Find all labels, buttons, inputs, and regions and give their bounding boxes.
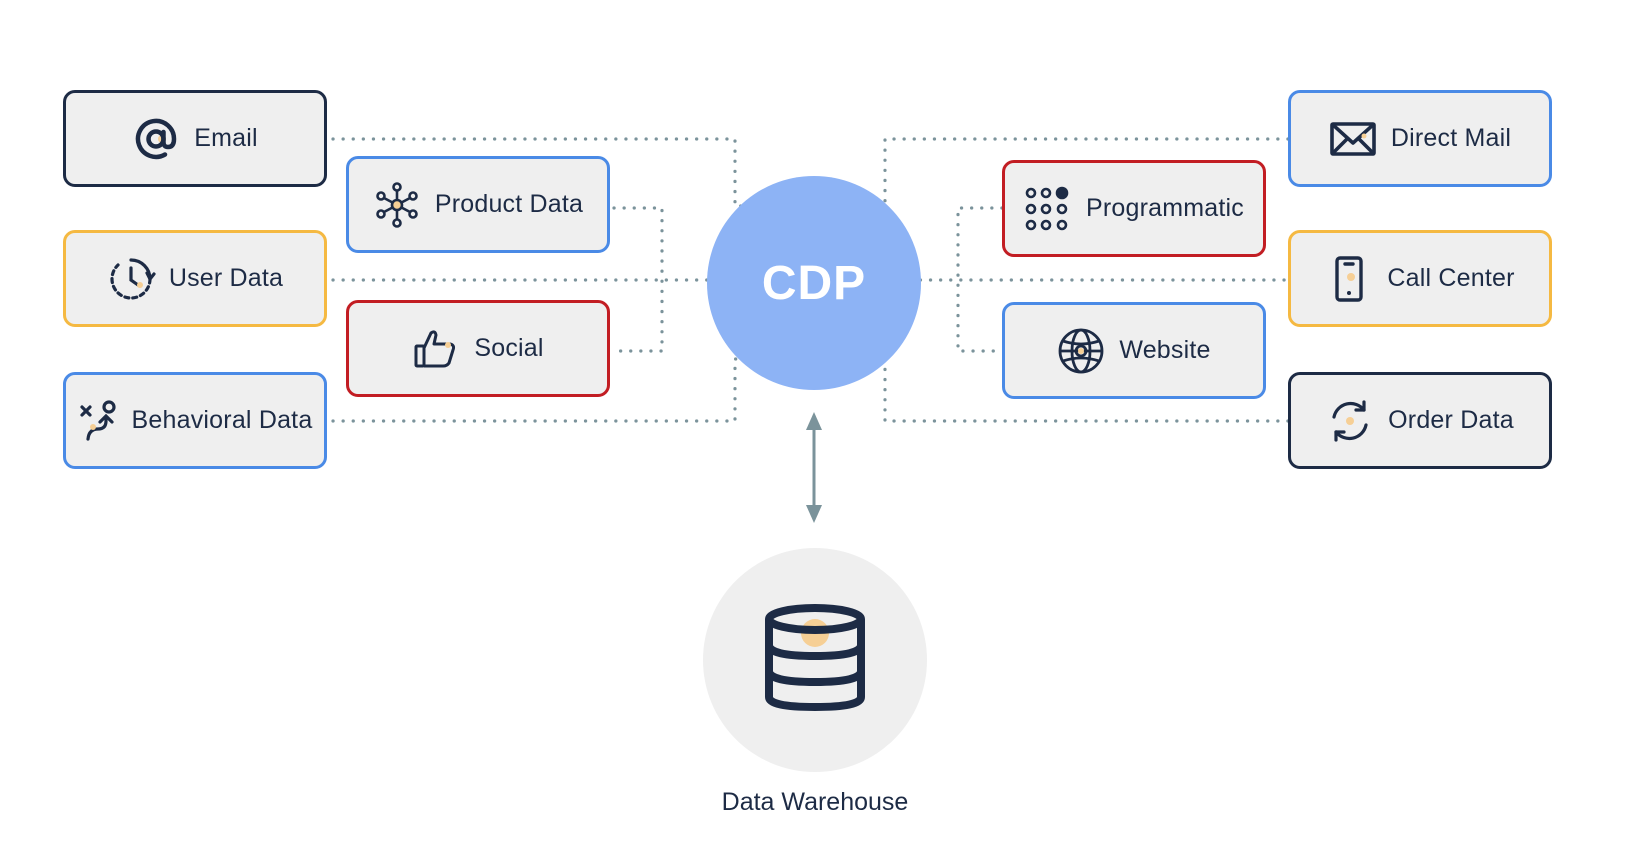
clock-history-icon [107, 255, 156, 303]
source-label: Social [474, 334, 544, 362]
source-user-data: User Data [63, 230, 327, 327]
route-icon [78, 397, 126, 445]
channel-call-center: Call Center [1288, 230, 1552, 327]
network-hub-icon [373, 181, 421, 229]
channel-direct-mail: Direct Mail [1288, 90, 1552, 187]
source-social: Social [346, 300, 610, 397]
data-warehouse-label: Data Warehouse [721, 788, 909, 816]
channel-label: Order Data [1388, 406, 1514, 434]
channel-programmatic: Programmatic [1002, 160, 1266, 257]
source-product-data: Product Data [346, 156, 610, 253]
cdp-label: CDP [761, 256, 867, 310]
at-sign-icon [132, 115, 180, 163]
source-label: Behavioral Data [131, 406, 313, 434]
source-behavioral-data: Behavioral Data [63, 372, 327, 469]
connector-email [331, 137, 882, 208]
mobile-phone-icon [1325, 255, 1373, 303]
data-warehouse-node [703, 548, 927, 772]
cdp-hub: CDP [707, 176, 921, 390]
thumbs-up-icon [412, 325, 460, 373]
source-label: User Data [168, 264, 284, 292]
connector-direct-mail [883, 137, 1290, 208]
source-label: Product Data [434, 190, 584, 218]
globe-icon [1057, 327, 1105, 375]
dot-grid-icon [1024, 185, 1072, 233]
channel-label: Call Center [1387, 264, 1515, 292]
connector-order-data [883, 357, 1290, 423]
channel-label: Programmatic [1086, 194, 1244, 222]
channel-label: Website [1119, 336, 1211, 364]
channel-label: Direct Mail [1390, 124, 1512, 152]
source-label: Email [194, 124, 258, 152]
source-email: Email [63, 90, 327, 187]
channel-order-data: Order Data [1288, 372, 1552, 469]
cdp-warehouse-arrow [806, 412, 822, 523]
envelope-icon [1329, 115, 1377, 163]
database-icon [763, 603, 867, 718]
channel-website: Website [1002, 302, 1266, 399]
refresh-cycle-icon [1326, 397, 1374, 445]
